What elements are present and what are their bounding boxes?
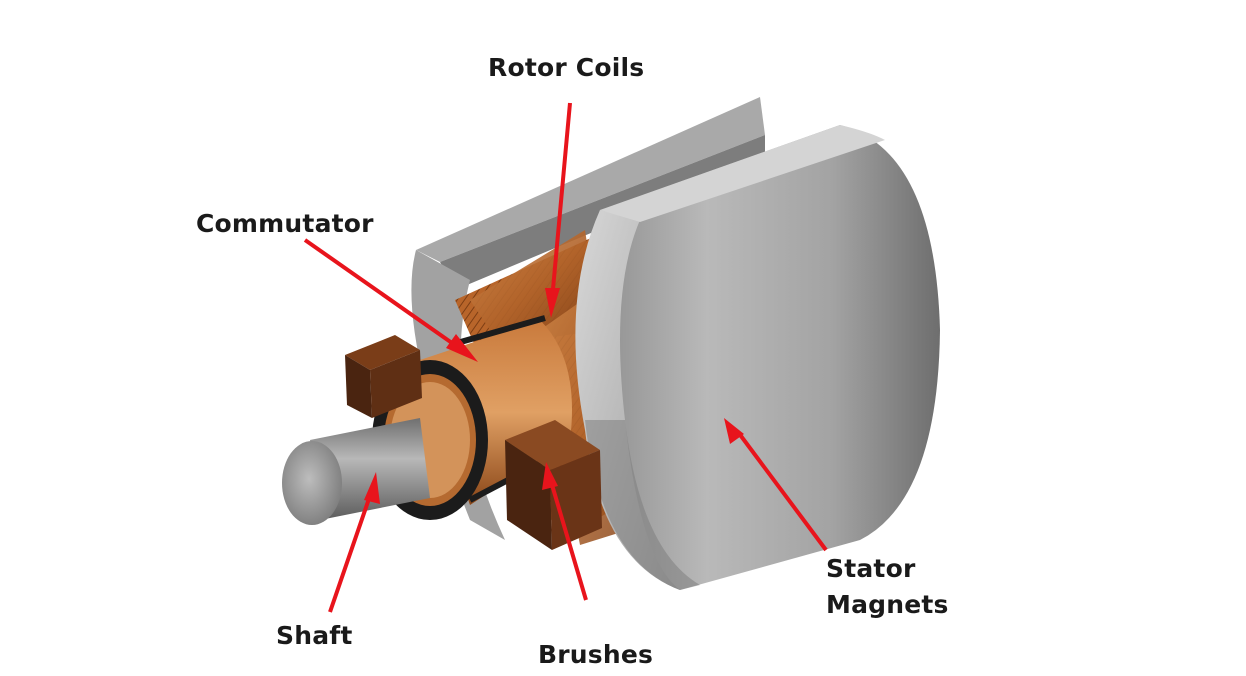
label-stator-magnets: Stator Magnets (826, 551, 949, 623)
label-brushes: Brushes (538, 640, 654, 669)
arrow-rotor-coils (550, 102, 572, 301)
arrow-shaft (328, 489, 374, 613)
arrow-brushes (548, 477, 588, 601)
shaft-rod (282, 418, 430, 525)
label-shaft: Shaft (276, 621, 353, 650)
label-commutator: Commutator (196, 209, 374, 238)
arrow-shaft-head (364, 472, 380, 504)
arrow-commutator-head (446, 334, 478, 362)
stator-magnets-cylinder (575, 125, 940, 590)
label-rotor-coils: Rotor Coils (488, 53, 645, 82)
arrow-rotor-coils-head (545, 288, 560, 318)
arrow-stator-magnets-head (724, 418, 744, 444)
annotation-arrows (303, 102, 828, 613)
arrow-brushes-head (542, 462, 558, 490)
brush-back (345, 335, 422, 418)
label-stator-line1: Stator (826, 554, 916, 583)
label-stator-line2: Magnets (826, 590, 949, 619)
arrow-stator-magnets (736, 430, 828, 552)
arrow-commutator (303, 238, 464, 352)
